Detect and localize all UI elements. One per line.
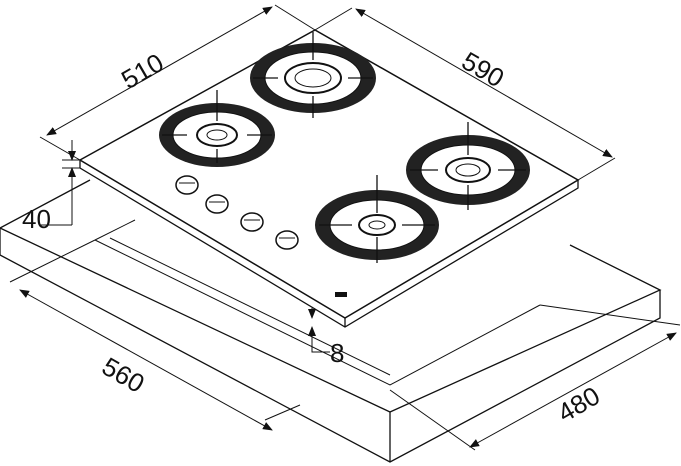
knob-2 <box>205 194 229 214</box>
dimension-560: 560 <box>9 239 301 431</box>
dimension-8: 8 <box>308 308 344 368</box>
dimension-480: 480 <box>389 304 681 451</box>
knob-1 <box>175 175 199 195</box>
dimension-label-510: 510 <box>116 47 169 95</box>
burner-rear-center <box>250 32 376 118</box>
knob-3 <box>240 212 264 232</box>
knob-4 <box>275 230 299 250</box>
control-knobs <box>175 175 299 250</box>
dimension-label-590: 590 <box>457 46 510 94</box>
dimension-40: 40 <box>22 140 80 234</box>
dimension-label-480: 480 <box>552 380 605 428</box>
dimension-label-40: 40 <box>22 204 51 234</box>
burner-front <box>315 175 439 263</box>
brand-logo <box>335 292 347 297</box>
dimension-label-8: 8 <box>330 338 344 368</box>
dimension-label-560: 560 <box>97 351 150 399</box>
